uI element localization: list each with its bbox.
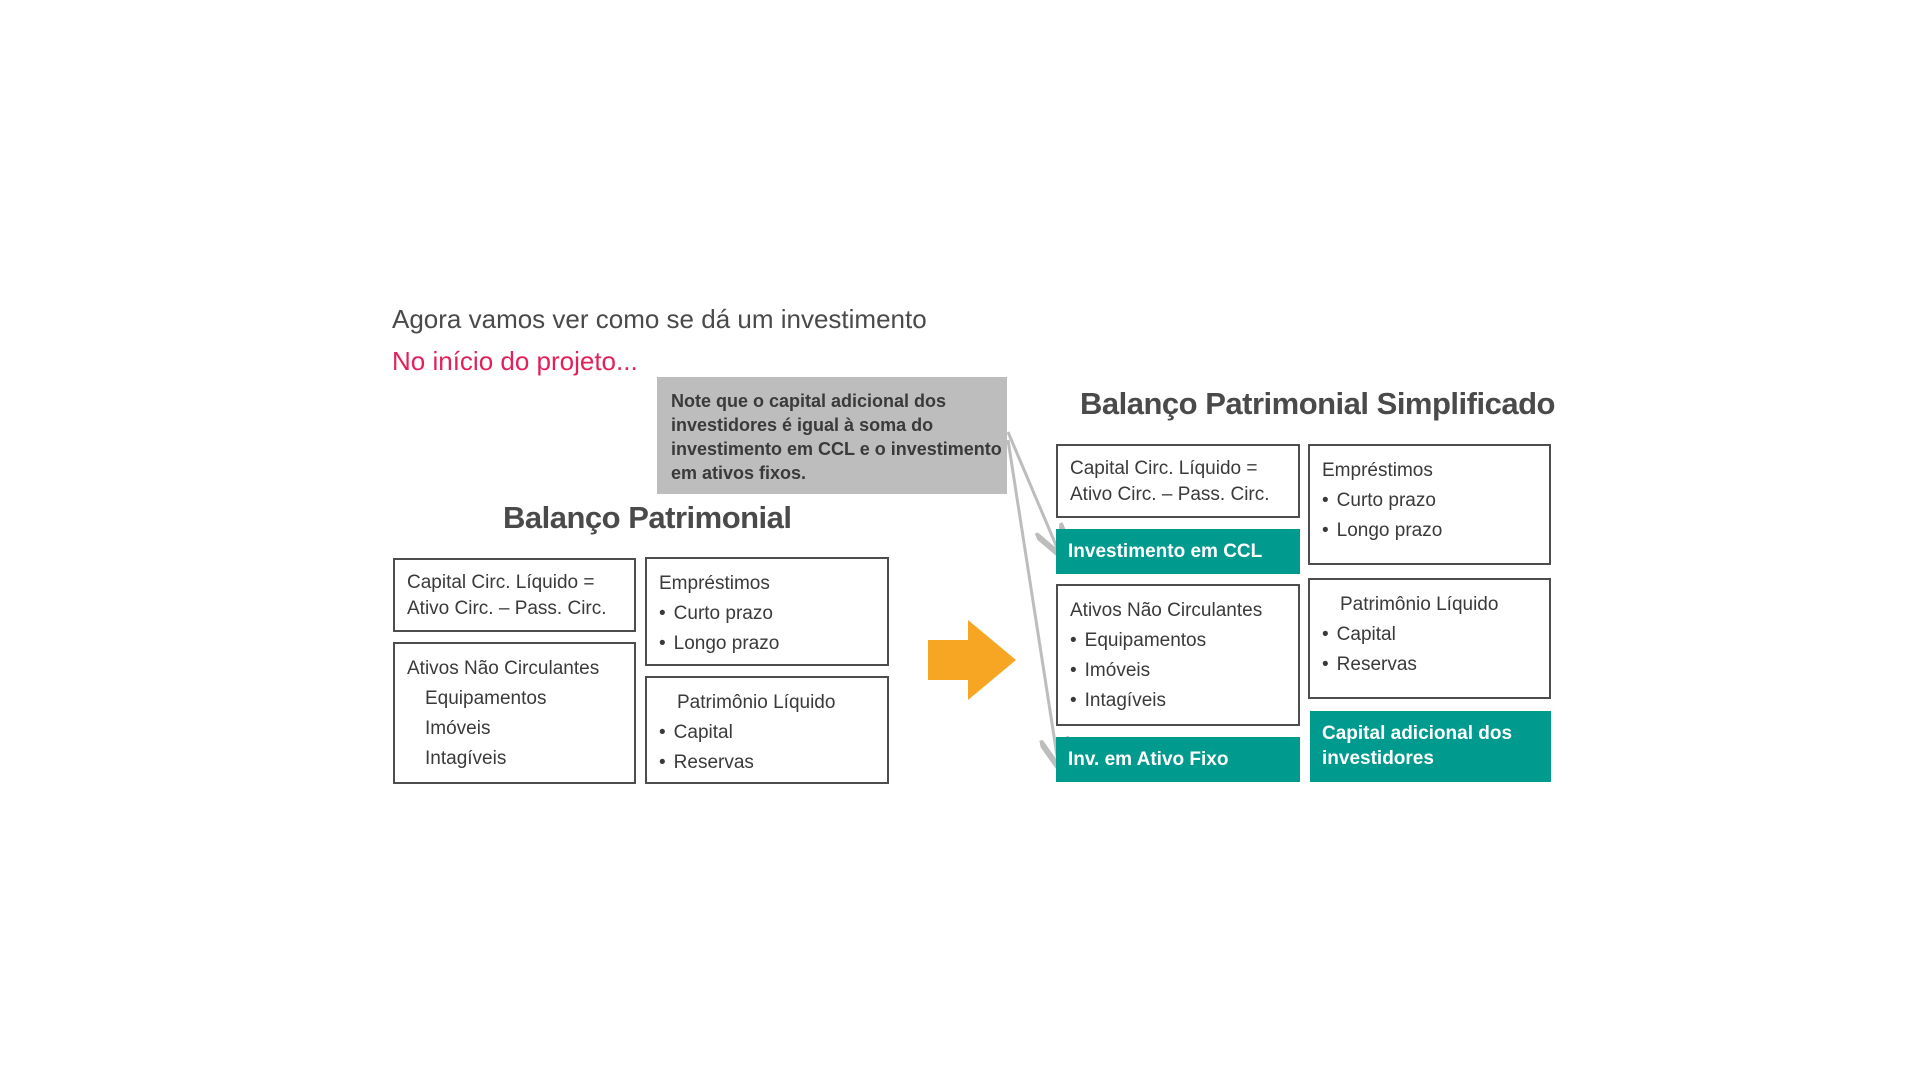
- right-inv-ccl-label: Investimento em CCL: [1068, 540, 1263, 562]
- right-anc-title: Ativos Não Circulantes: [1070, 600, 1263, 621]
- right-capital-adicional-line1: Capital adicional dos: [1322, 723, 1513, 744]
- right-emprestimos-title: Empréstimos: [1322, 460, 1433, 481]
- connector-to-inv-fixo: [1006, 439, 1058, 762]
- transition-arrow-icon: [928, 620, 1016, 700]
- left-emprestimos-title: Empréstimos: [659, 573, 770, 594]
- left-ccl-line1: Capital Circ. Líquido =: [407, 572, 595, 593]
- right-inv-fixo-label: Inv. em Ativo Fixo: [1068, 748, 1229, 770]
- note-line-3: investimento em CCL e o investimento: [671, 439, 1002, 459]
- left-emprestimos-item: Longo prazo: [659, 629, 875, 659]
- left-anc-box: Ativos Não Circulantes Equipamentos Imóv…: [393, 642, 636, 784]
- right-emprestimos-item: Longo prazo: [1322, 516, 1537, 546]
- right-inv-fixo: Inv. em Ativo Fixo: [1056, 737, 1300, 782]
- note-line-2: investidores é igual à soma do: [671, 415, 934, 435]
- subheading: No início do projeto...: [392, 346, 638, 376]
- left-pl-title: Patrimônio Líquido: [677, 692, 836, 713]
- right-pl-item: Capital: [1322, 620, 1537, 650]
- right-capital-adicional: Capital adicional dos investidores: [1310, 711, 1551, 782]
- note-callout: Note que o capital adicional dos investi…: [657, 377, 1007, 494]
- right-anc-item: Imóveis: [1070, 656, 1286, 686]
- right-emprestimos-box: Empréstimos Curto prazo Longo prazo: [1308, 444, 1551, 565]
- right-ccl-line2: Ativo Circ. – Pass. Circ.: [1070, 484, 1270, 505]
- right-anc-item: Intagíveis: [1070, 686, 1286, 716]
- right-pl-item: Reservas: [1322, 650, 1537, 680]
- note-line-4: em ativos fixos.: [671, 463, 807, 483]
- left-anc-item: Imóveis: [425, 718, 491, 739]
- right-ccl-box: Capital Circ. Líquido = Ativo Circ. – Pa…: [1056, 444, 1300, 518]
- right-anc-item: Equipamentos: [1070, 626, 1286, 656]
- right-title: Balanço Patrimonial Simplificado: [1080, 386, 1555, 421]
- connector-to-inv-ccl: [1006, 431, 1058, 550]
- left-ccl-line2: Ativo Circ. – Pass. Circ.: [407, 598, 607, 619]
- right-pl-title: Patrimônio Líquido: [1340, 594, 1499, 615]
- left-anc-title: Ativos Não Circulantes: [407, 658, 600, 679]
- left-anc-item: Equipamentos: [425, 688, 547, 709]
- right-emprestimos-item: Curto prazo: [1322, 486, 1537, 516]
- left-title: Balanço Patrimonial: [503, 500, 792, 535]
- right-anc-box: Ativos Não Circulantes Equipamentos Imóv…: [1056, 584, 1300, 726]
- left-emprestimos-item: Curto prazo: [659, 599, 875, 629]
- left-pl-item: Reservas: [659, 748, 875, 778]
- left-ccl-box: Capital Circ. Líquido = Ativo Circ. – Pa…: [393, 558, 636, 632]
- right-capital-adicional-line2: investidores: [1322, 748, 1434, 769]
- right-ccl-line1: Capital Circ. Líquido =: [1070, 458, 1258, 479]
- right-inv-ccl: Investimento em CCL: [1056, 529, 1300, 574]
- heading: Agora vamos ver como se dá um investimen…: [392, 304, 927, 334]
- left-emprestimos-box: Empréstimos Curto prazo Longo prazo: [645, 557, 889, 666]
- right-pl-box: Patrimônio Líquido Capital Reservas: [1308, 578, 1551, 699]
- left-pl-item: Capital: [659, 718, 875, 748]
- left-pl-box: Patrimônio Líquido Capital Reservas: [645, 676, 889, 784]
- left-anc-item: Intagíveis: [425, 748, 507, 769]
- note-line-1: Note que o capital adicional dos: [671, 391, 947, 411]
